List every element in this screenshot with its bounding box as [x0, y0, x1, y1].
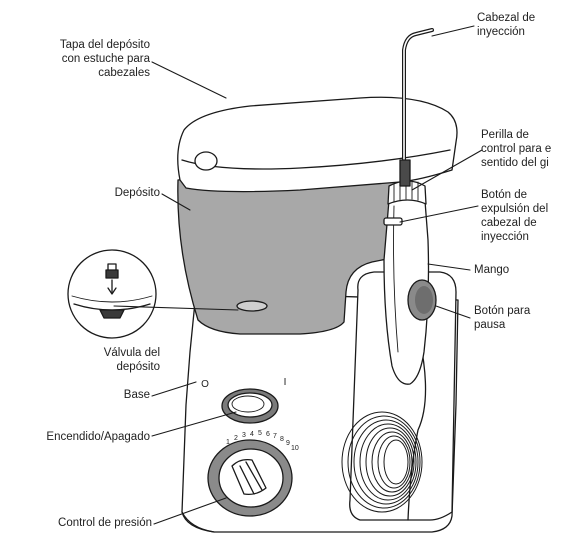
- dial-mark: 9: [286, 437, 290, 451]
- pressure-dial: [208, 440, 292, 516]
- label-lid: Tapa del depósito con estuche para cabez…: [14, 38, 150, 80]
- label-reservoir-valve: Válvula del depósito: [60, 346, 160, 374]
- reservoir-lid: [178, 97, 457, 191]
- eject-button: [384, 218, 402, 225]
- dial-mark: 7: [273, 430, 277, 444]
- dial-mark: 8: [280, 433, 284, 447]
- label-eject-button: Botón de expulsión del cabezal de inyecc…: [481, 188, 569, 244]
- reservoir-valve: [237, 301, 267, 311]
- label-handle: Mango: [474, 263, 554, 277]
- valve-detail-inset: [68, 250, 156, 338]
- label-rotation-knob: Perilla de control para e sentido del gi: [481, 128, 569, 170]
- label-base: Base: [60, 388, 150, 402]
- label-power-switch: Encendido/Apagado: [4, 430, 150, 444]
- dial-mark: 6: [266, 428, 270, 442]
- dial-mark: 5: [258, 427, 262, 441]
- dial-mark: 10: [291, 442, 299, 456]
- label-reservoir: Depósito: [60, 186, 160, 200]
- label-jet-tip: Cabezal de inyección: [477, 11, 567, 39]
- switch-off-mark: O: [198, 378, 212, 392]
- label-pressure-control: Control de presión: [4, 516, 152, 530]
- label-pause-button: Botón para pausa: [474, 304, 564, 332]
- jet-tip-base: [400, 160, 410, 186]
- dial-mark: 3: [242, 429, 246, 443]
- lid-button: [195, 152, 217, 170]
- dial-mark: 2: [234, 432, 238, 446]
- dial-mark: 4: [250, 428, 254, 442]
- dial-mark: 1: [226, 436, 230, 450]
- switch-on-mark: I: [280, 376, 290, 390]
